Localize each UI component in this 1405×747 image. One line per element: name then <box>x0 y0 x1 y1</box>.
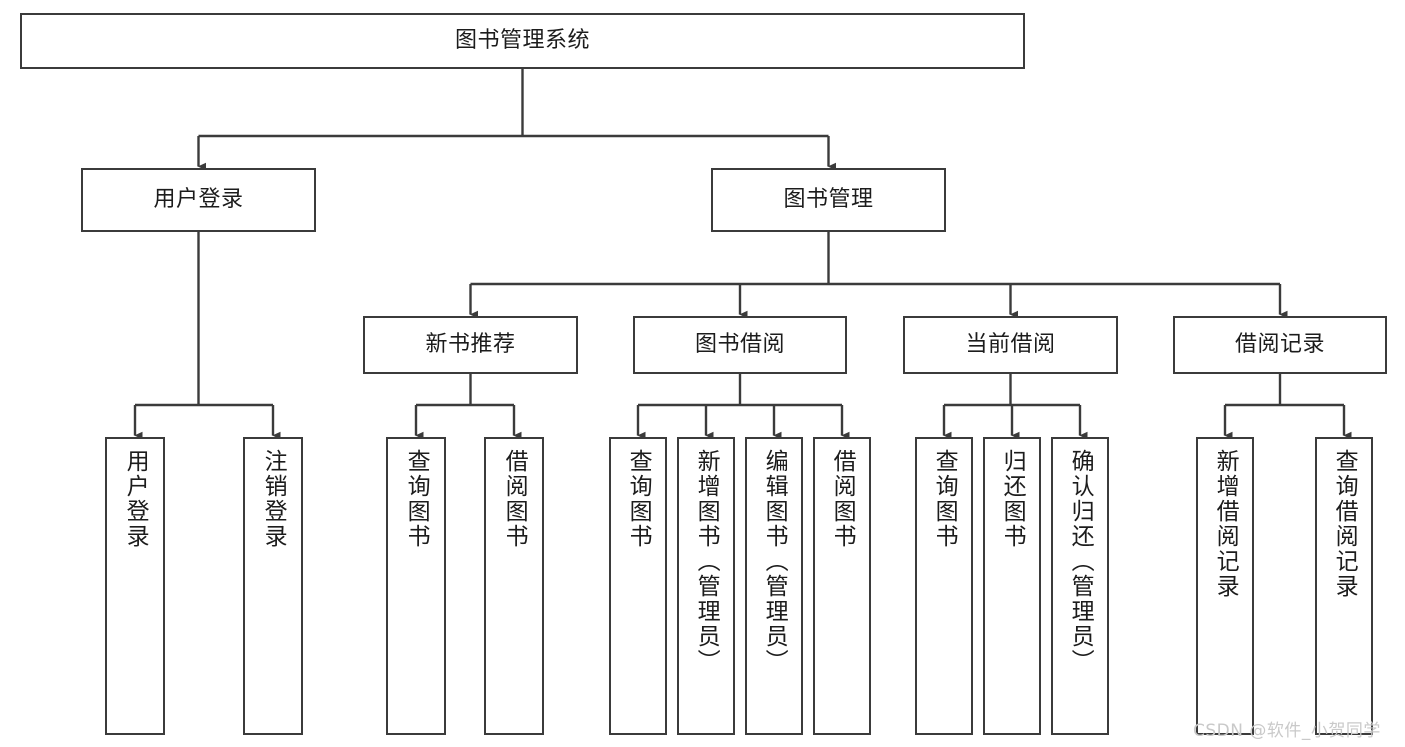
watermark-csdn: CSDN @软件_小贺同学 <box>1193 721 1381 741</box>
node-label: 当前借阅 <box>965 331 1056 357</box>
node-leaf-user-login[interactable]: 用户登录 <box>105 437 165 735</box>
node-root[interactable]: 图书管理系统 <box>20 13 1025 69</box>
node-label: 借阅记录 <box>1234 331 1325 357</box>
node-user-login[interactable]: 用户登录 <box>81 168 316 232</box>
node-label: 新增借阅记录 <box>1212 449 1239 599</box>
node-label: 新书推荐 <box>425 331 516 357</box>
node-leaf-br-query[interactable]: 查询借阅记录 <box>1315 437 1373 735</box>
node-leaf-user-logout[interactable]: 注销登录 <box>243 437 303 735</box>
node-label: 借阅图书 <box>829 449 856 549</box>
node-leaf-bb-query[interactable]: 查询图书 <box>609 437 667 735</box>
node-leaf-cb-query[interactable]: 查询图书 <box>915 437 973 735</box>
node-label: 查询借阅记录 <box>1331 449 1358 599</box>
node-leaf-cb-confirm[interactable]: 确认归还（管理员） <box>1051 437 1109 735</box>
node-current-borrow[interactable]: 当前借阅 <box>903 316 1118 374</box>
node-leaf-bb-borrow[interactable]: 借阅图书 <box>813 437 871 735</box>
node-book-borrow[interactable]: 图书借阅 <box>633 316 847 374</box>
node-leaf-bb-add[interactable]: 新增图书（管理员） <box>677 437 735 735</box>
node-label: 查询图书 <box>403 449 430 549</box>
edges-group <box>133 69 1352 440</box>
node-leaf-cb-return[interactable]: 归还图书 <box>983 437 1041 735</box>
node-leaf-rec-query[interactable]: 查询图书 <box>386 437 446 735</box>
node-label: 查询图书 <box>625 449 652 549</box>
node-label: 新增图书（管理员） <box>693 449 720 674</box>
node-label: 图书管理系统 <box>454 27 590 53</box>
node-label: 借阅图书 <box>501 449 528 549</box>
node-label: 用户登录 <box>122 449 149 549</box>
node-label: 查询图书 <box>931 449 958 549</box>
node-leaf-bb-edit[interactable]: 编辑图书（管理员） <box>745 437 803 735</box>
node-borrow-record[interactable]: 借阅记录 <box>1173 316 1387 374</box>
node-label: 确认归还（管理员） <box>1067 449 1094 674</box>
node-label: 归还图书 <box>999 449 1026 549</box>
node-label: 编辑图书（管理员） <box>761 449 788 674</box>
node-label: 图书管理 <box>783 186 874 212</box>
node-book-manage[interactable]: 图书管理 <box>711 168 946 232</box>
node-new-book-rec[interactable]: 新书推荐 <box>363 316 578 374</box>
node-leaf-rec-borrow[interactable]: 借阅图书 <box>484 437 544 735</box>
node-label: 注销登录 <box>260 449 287 549</box>
node-leaf-br-add[interactable]: 新增借阅记录 <box>1196 437 1254 735</box>
node-label: 用户登录 <box>153 186 244 212</box>
node-label: 图书借阅 <box>694 331 785 357</box>
